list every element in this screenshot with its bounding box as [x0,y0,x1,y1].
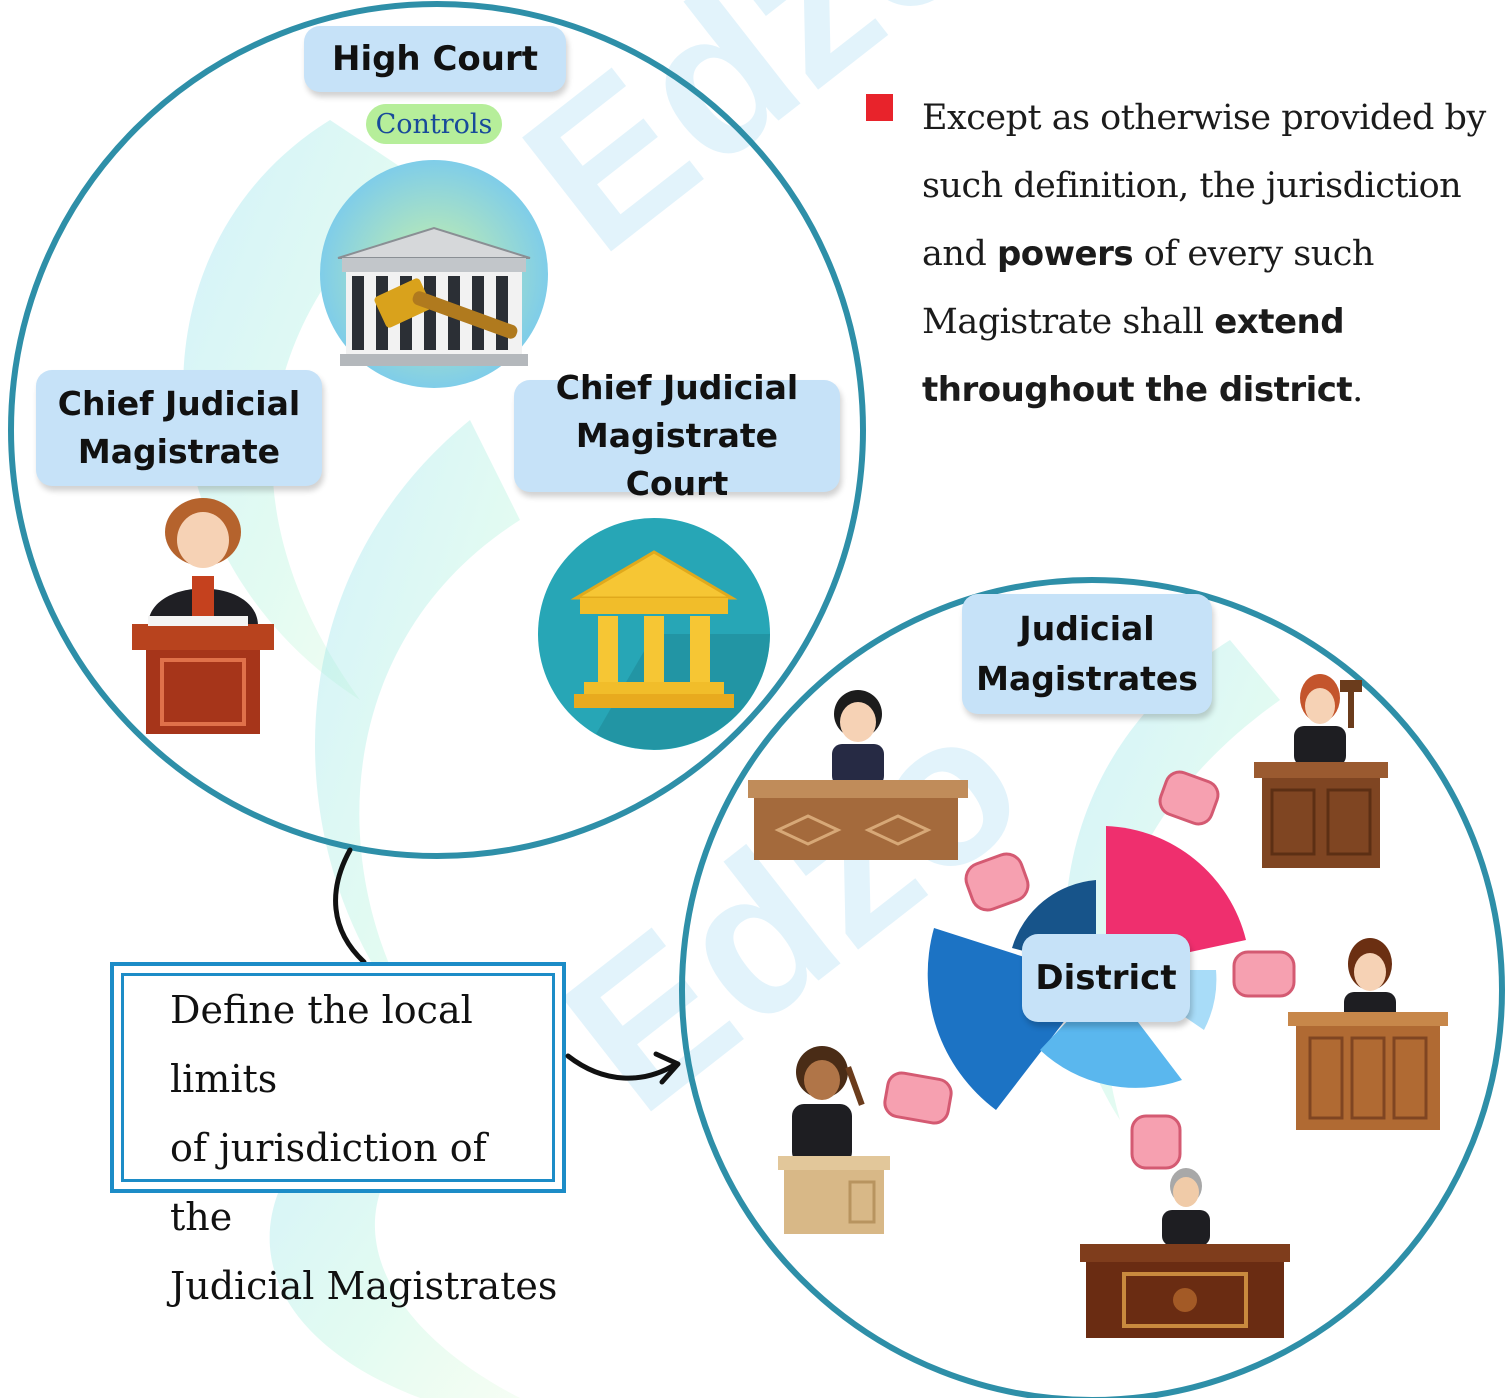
judge-podium-icon [778,1046,890,1234]
fist-icon-2 [1158,770,1220,826]
connector-arrow [565,1051,681,1085]
judge-desk-icon [748,690,968,860]
temple-court-icon [538,518,770,750]
fist-icon-4 [1130,1114,1182,1170]
jurisdiction-statement: Except as otherwise provided by such def… [922,98,1486,410]
judge-gavel-icon-2 [1288,938,1448,1130]
bullet-marker [866,94,893,121]
fist-icon-5 [883,1071,953,1125]
high-court-label: High Court [304,26,566,92]
district-circle [679,577,1505,1398]
connector-curve [333,847,367,965]
judge-gavel-icon-1 [1254,674,1388,868]
court-building-icon [320,160,548,388]
definition-inner-border [121,973,555,1182]
judge-bench-icon [1080,1168,1290,1338]
high-court-circle [8,1,866,859]
magistrate-podium-icon [132,498,274,734]
fist-icon-1 [964,852,1030,912]
cjm-label: Chief Judicial Magistrate [36,370,322,486]
controls-pill: Controls [366,104,502,144]
definition-text: Define the local limits of jurisdiction … [170,988,558,1308]
definition-box: Define the local limits of jurisdiction … [110,962,566,1308]
fist-icon-3 [1232,950,1296,998]
cjm-court-label: Chief Judicial Magistrate Court [514,368,840,503]
judicial-magistrates-label: Judicial Magistrates [962,594,1212,714]
district-label: District [1022,934,1190,1022]
